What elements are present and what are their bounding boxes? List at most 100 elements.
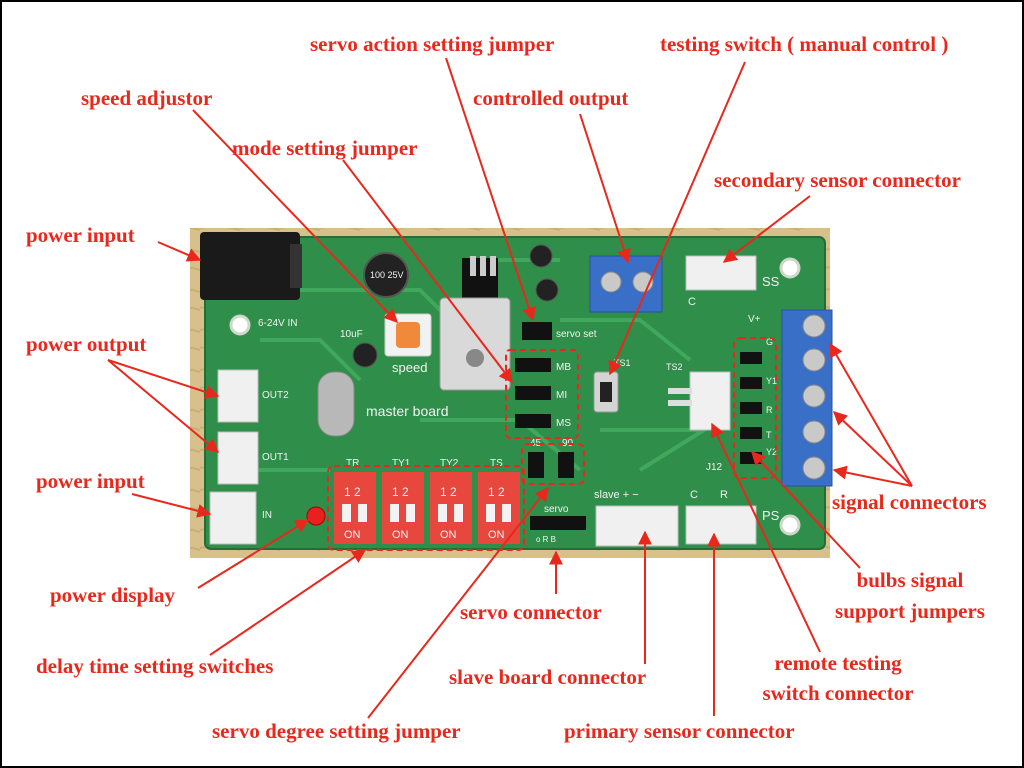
label-mode-setting-jumper: mode setting jumper — [232, 136, 418, 160]
arrow-power-output-1 — [107, 359, 220, 399]
dip-label-ts: TS — [490, 458, 503, 469]
label-bulbs-signal-line1: bulbs signal — [856, 568, 964, 592]
label-slave-board-connector: slave board connector — [449, 665, 647, 689]
silk-out1: OUT1 — [262, 452, 289, 463]
capacitor-small — [529, 244, 553, 268]
power-jack — [200, 232, 300, 300]
arrow-power-display — [197, 519, 310, 589]
label-speed-adjustor: speed adjustor — [81, 86, 213, 110]
label-remote-testing-line2: switch connector — [762, 681, 914, 705]
capacitor-large — [363, 252, 409, 298]
label-power-display: power display — [50, 583, 176, 607]
potentiometer-knob — [396, 322, 420, 348]
label-bulbs-signal-line2: support jumpers — [835, 599, 985, 623]
arrow-mode-setting — [342, 159, 513, 384]
dip-label-ty1: TY1 — [392, 458, 411, 469]
dip-label-ty2: TY2 — [440, 458, 459, 469]
silk-servo-set: servo set — [556, 329, 597, 340]
label-servo-action-setting-jumper: servo action setting jumper — [310, 32, 555, 56]
silk-90: 90 — [562, 438, 574, 449]
servo-degree-jumper — [528, 452, 544, 478]
silk-speed: speed — [392, 360, 427, 375]
arrow-controlled-output — [579, 113, 631, 264]
arrow-signal-3 — [832, 465, 913, 487]
silk-vplus: V+ — [748, 314, 761, 325]
silk-mb: MB — [556, 362, 571, 373]
silk-r: R — [766, 405, 773, 415]
silk-out2: OUT2 — [262, 390, 289, 401]
silk-ts2: TS2 — [666, 362, 683, 372]
arrow-remote-testing — [711, 422, 821, 653]
silk-ts1: TS1 — [614, 358, 631, 368]
arrow-bulbs-signal — [751, 450, 861, 569]
in-socket — [209, 491, 257, 545]
silk-y2: Y2 — [766, 447, 777, 457]
label-secondary-sensor-connector: secondary sensor connector — [714, 168, 961, 192]
dip-label-tr: TR — [346, 458, 359, 469]
label-delay-time-setting-switches: delay time setting switches — [36, 654, 274, 678]
slave-board-socket — [595, 505, 679, 547]
highlight-boxes — [327, 337, 777, 551]
label-power-input-top: power input — [26, 223, 135, 247]
callout-arrows — [107, 57, 913, 719]
servo-set-jumper — [522, 322, 552, 340]
arrow-power-input-top — [157, 241, 202, 262]
label-testing-switch: testing switch ( manual control ) — [660, 32, 949, 56]
mounting-hole — [229, 314, 251, 336]
arrow-signal-1 — [829, 342, 913, 487]
dip-on: ON — [440, 529, 457, 541]
silk-45: 45 — [530, 438, 542, 449]
silk-r-bottom: R — [720, 489, 728, 501]
arrow-delay-time — [209, 549, 367, 656]
label-remote-testing-line1: remote testing — [774, 651, 902, 675]
dip-numbers: 1 2 — [392, 485, 409, 499]
arrow-secondary-sensor — [722, 195, 811, 263]
label-signal-connectors: signal connectors — [832, 490, 987, 514]
label-power-input-bottom: power input — [36, 469, 145, 493]
silk-slave: slave + − — [594, 489, 639, 501]
silk-mi: MI — [556, 390, 567, 401]
primary-sensor-socket — [685, 505, 757, 545]
arrow-servo-degree — [367, 486, 549, 719]
crystal-oscillator — [317, 371, 355, 437]
silk-g: G — [766, 337, 773, 347]
arrow-servo-action — [445, 57, 536, 322]
capacitor-small — [352, 342, 378, 368]
servo-connector-pins — [530, 516, 586, 530]
dip-switch-bank — [334, 472, 520, 544]
mode-jumpers — [515, 358, 551, 428]
secondary-sensor-socket — [685, 255, 757, 291]
capacitor-label: 100 25V — [370, 270, 404, 280]
regulator-heatsink — [439, 297, 511, 391]
silk-c: C — [688, 296, 696, 308]
remote-testing-socket — [689, 371, 731, 431]
silk-ss: SS — [762, 274, 780, 289]
silk-y1: Y1 — [766, 376, 777, 386]
arrow-power-input-bottom — [131, 493, 212, 518]
dip-numbers: 1 2 — [440, 485, 457, 499]
silk-10uf: 10uF — [340, 329, 363, 340]
out2-socket — [217, 369, 259, 423]
silk-ps: PS — [762, 508, 780, 523]
silk-t: T — [766, 430, 772, 440]
arrow-signal-2 — [832, 411, 913, 487]
silk-servo: servo — [544, 504, 569, 515]
dip-on: ON — [392, 529, 409, 541]
arrow-testing-switch — [608, 61, 746, 376]
label-controlled-output: controlled output — [473, 86, 629, 110]
silk-ms: MS — [556, 418, 571, 429]
dip-numbers: 1 2 — [344, 485, 361, 499]
silk-c-bottom: C — [690, 489, 698, 501]
out1-socket — [217, 431, 259, 485]
silk-board-name: master board — [366, 403, 448, 419]
arrow-speed-adjustor — [192, 109, 398, 324]
label-servo-connector: servo connector — [460, 600, 602, 624]
silk-voltage: 6-24V IN — [258, 318, 297, 329]
power-led — [306, 506, 326, 526]
arrow-power-output-2 — [107, 359, 220, 453]
label-servo-degree-setting-jumper: servo degree setting jumper — [212, 719, 461, 743]
label-primary-sensor-connector: primary sensor connector — [564, 719, 795, 743]
silk-j12: J12 — [706, 462, 723, 473]
dip-on: ON — [488, 529, 505, 541]
